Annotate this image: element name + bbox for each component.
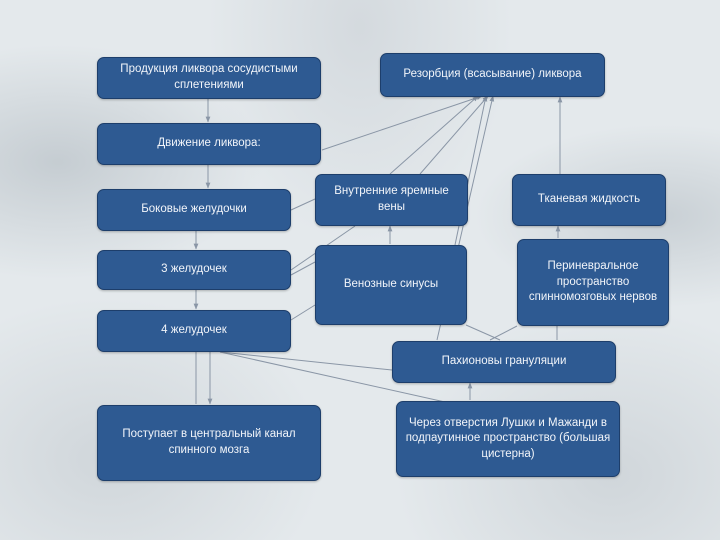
node-venous-sinuses: Венозные синусы bbox=[315, 245, 467, 325]
line-fourth-to-luschka bbox=[219, 351, 446, 403]
node-fourth-ventricle-label: 4 желудочек bbox=[161, 324, 227, 337]
node-production-label: Продукция ликвора сосудистыми сплетениям… bbox=[120, 63, 298, 91]
node-lateral-ventricles-label: Боковые желудочки bbox=[141, 203, 247, 216]
node-resorption-label: Резорбция (всасывание) ликвора bbox=[403, 68, 582, 81]
arrow-movement-to-resorption bbox=[321, 95, 483, 151]
node-production: Продукция ликвора сосудистыми сплетениям… bbox=[97, 57, 321, 99]
node-venous-sinuses-label: Венозные синусы bbox=[343, 278, 439, 291]
line-pachionic-to-perineural bbox=[489, 325, 518, 341]
node-perineural-space-label: Периневральное пространство спинномозгов… bbox=[528, 260, 658, 304]
node-third-ventricle-label: 3 желудочек bbox=[161, 263, 227, 276]
line-lateral-to-veins bbox=[290, 198, 316, 211]
line-third-to-sinuses bbox=[290, 261, 316, 276]
node-central-canal-label: Поступает в центральный канал спинного м… bbox=[122, 428, 296, 456]
node-lateral-ventricles: Боковые желудочки bbox=[97, 189, 291, 231]
node-movement-label: Движение ликвора: bbox=[157, 137, 261, 150]
node-luschka-magendie-label: Через отверстия Лушки и Мажанди в подпау… bbox=[405, 416, 611, 460]
line-fourth-to-pachionic bbox=[219, 351, 393, 371]
node-resorption: Резорбция (всасывание) ликвора bbox=[380, 53, 605, 97]
node-tissue-fluid-label: Тканевая жидкость bbox=[537, 193, 641, 206]
node-internal-jugular-veins-label: Внутренние яремные вены bbox=[334, 185, 449, 213]
arrow-veins-to-resorption-b bbox=[419, 95, 489, 175]
node-central-canal: Поступает в центральный канал спинного м… bbox=[97, 405, 321, 481]
node-tissue-fluid: Тканевая жидкость bbox=[512, 174, 666, 226]
node-third-ventricle: 3 желудочек bbox=[97, 250, 291, 290]
node-luschka-magendie: Через отверстия Лушки и Мажанди в подпау… bbox=[396, 401, 620, 477]
node-movement: Движение ликвора: bbox=[97, 123, 321, 165]
arrow-veins-to-resorption-a bbox=[389, 95, 479, 175]
node-pachionic-granulations: Пахионовы грануляции bbox=[392, 341, 616, 383]
node-internal-jugular-veins: Внутренние яремные вены bbox=[315, 174, 468, 226]
node-perineural-space: Периневральное пространство спинномозгов… bbox=[517, 239, 669, 326]
node-fourth-ventricle: 4 желудочек bbox=[97, 310, 291, 352]
line-fourth-to-sinuses bbox=[290, 304, 316, 321]
node-pachionic-granulations-label: Пахионовы грануляции bbox=[441, 355, 567, 368]
